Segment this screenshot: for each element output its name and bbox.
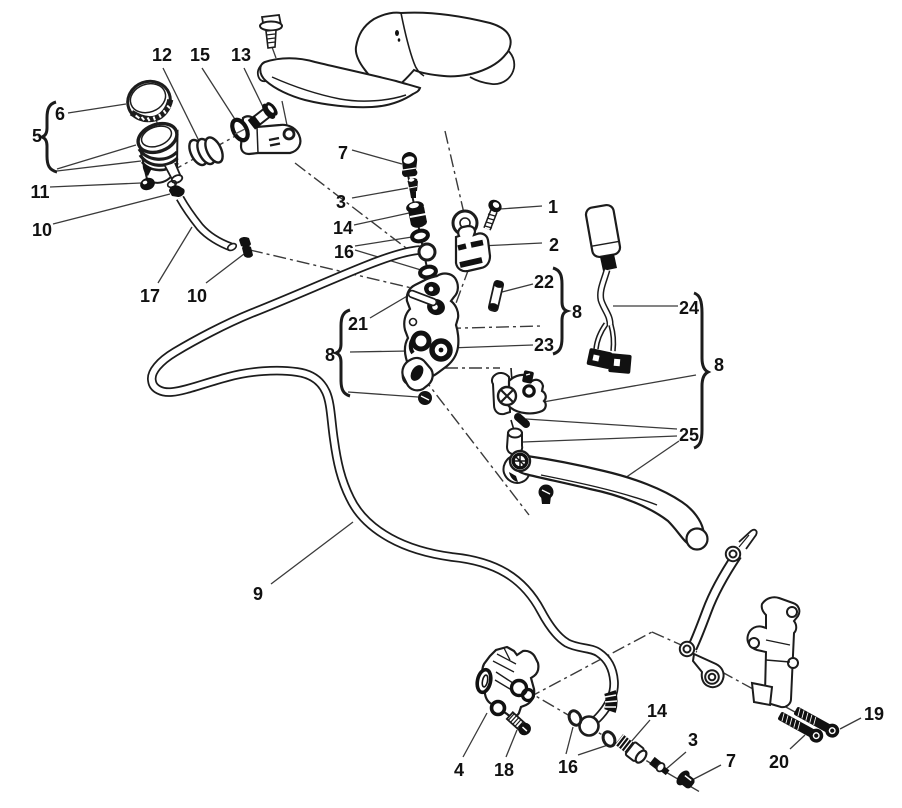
svg-text:20: 20 — [769, 752, 789, 772]
svg-text:2: 2 — [549, 235, 559, 255]
svg-text:3: 3 — [336, 192, 346, 212]
svg-text:14: 14 — [333, 218, 353, 238]
svg-text:23: 23 — [534, 335, 554, 355]
svg-text:15: 15 — [190, 45, 210, 65]
svg-text:16: 16 — [334, 242, 354, 262]
svg-text:11: 11 — [30, 182, 49, 202]
svg-text:22: 22 — [534, 272, 554, 292]
svg-text:10: 10 — [32, 220, 52, 240]
svg-text:9: 9 — [253, 584, 263, 604]
svg-text:24: 24 — [679, 298, 699, 318]
svg-text:13: 13 — [231, 45, 251, 65]
svg-text:8: 8 — [714, 355, 724, 375]
svg-text:12: 12 — [152, 45, 172, 65]
svg-text:7: 7 — [726, 751, 736, 771]
svg-text:7: 7 — [338, 143, 348, 163]
svg-text:5: 5 — [32, 126, 42, 146]
svg-text:14: 14 — [647, 701, 667, 721]
svg-text:8: 8 — [325, 345, 335, 365]
svg-text:21: 21 — [348, 314, 368, 334]
svg-text:3: 3 — [688, 730, 698, 750]
svg-text:18: 18 — [494, 760, 514, 780]
svg-text:4: 4 — [454, 760, 464, 780]
svg-text:19: 19 — [864, 704, 884, 724]
svg-text:6: 6 — [55, 104, 65, 124]
svg-text:10: 10 — [187, 286, 207, 306]
svg-text:8: 8 — [572, 302, 582, 322]
svg-text:16: 16 — [558, 757, 578, 777]
svg-text:25: 25 — [679, 425, 699, 445]
svg-text:17: 17 — [140, 286, 160, 306]
svg-text:1: 1 — [548, 197, 558, 217]
